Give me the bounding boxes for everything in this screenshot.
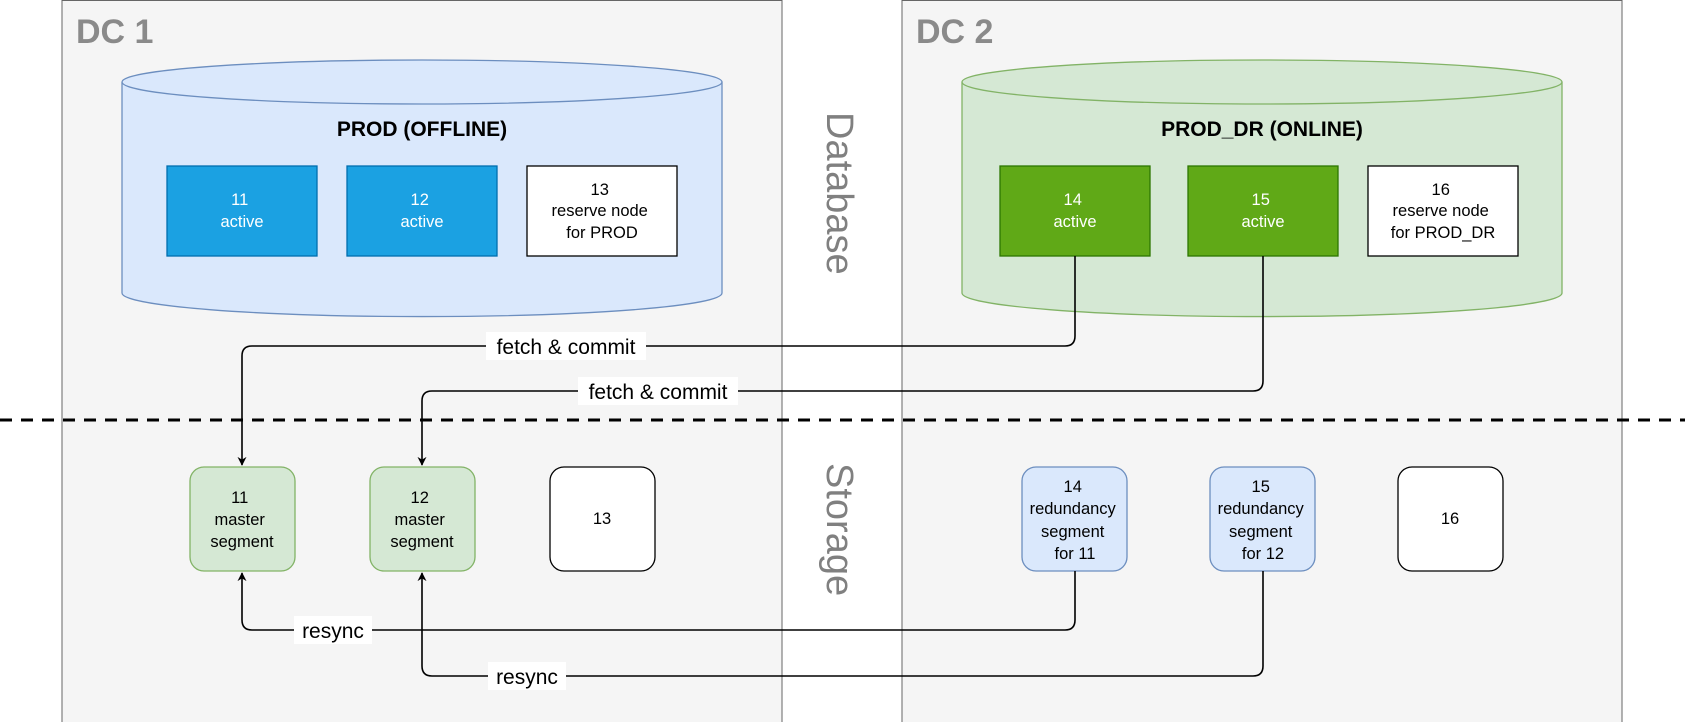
db-node-14[interactable]: 14 active [999,165,1151,257]
db-node-label: 15 active [1241,191,1284,231]
prod-database[interactable]: PROD (OFFLINE) 11 active 12 active 13 re… [121,59,723,318]
storage-segment-15[interactable]: 15 redundancy segment for 12 [1209,466,1316,572]
dc1-title: DC 1 [76,13,153,51]
edge-fetch-15-to-12[interactable] [417,256,1264,466]
storage-layer-label: Storage [818,463,860,596]
dc2-title: DC 2 [916,13,993,51]
db-node-15[interactable]: 15 active [1187,165,1339,257]
edge-resync-14-to-11[interactable] [237,571,1076,631]
svg-text:fetch & commit: fetch & commit [497,336,636,359]
storage-segment-label: 12 master segment [390,489,454,551]
storage-segment-label: 16 [1441,510,1459,528]
edge-label-resync-1: resync [294,616,372,644]
svg-text:fetch & commit: fetch & commit [589,381,728,404]
db-node-13[interactable]: 13 reserve node for PROD [526,165,678,257]
storage-segment-label: 15 redundancy segment for 12 [1218,478,1309,563]
storage-segment-label: 11 master segment [210,489,274,551]
db-node-label: 11 active [220,191,263,231]
storage-segment-11[interactable]: 11 master segment [189,466,296,572]
storage-segment-14[interactable]: 14 redundancy segment for 11 [1021,466,1128,572]
db-node-label: 16 reserve node for PROD_DR [1391,181,1496,242]
db-node-16[interactable]: 16 reserve node for PROD_DR [1367,165,1519,257]
edge-resync-15-to-12[interactable] [417,571,1264,677]
database-layer-label: Database [818,112,860,275]
storage-segment-label: 13 [593,510,611,528]
storage-segment-13[interactable]: 13 [549,466,656,572]
db-node-label: 13 reserve node for PROD [552,181,653,242]
storage-segment-12[interactable]: 12 master segment [369,466,476,572]
svg-text:resync: resync [302,620,364,643]
edge-label-fetch-1: fetch & commit [486,332,646,360]
prod-dr-database[interactable]: PROD_DR (ONLINE) 14 active 15 active 16 … [961,59,1563,318]
db-node-11[interactable]: 11 active [166,165,318,257]
prod-dr-title: PROD_DR (ONLINE) [1161,118,1363,141]
storage-segment-16[interactable]: 16 [1397,466,1504,572]
edge-label-resync-2: resync [488,662,566,690]
svg-text:resync: resync [496,666,558,689]
edge-label-fetch-2: fetch & commit [578,377,738,405]
db-node-label: 12 active [400,191,443,231]
storage-segment-label: 14 redundancy segment for 11 [1030,478,1121,563]
db-node-label: 14 active [1053,191,1096,231]
prod-title: PROD (OFFLINE) [337,118,507,141]
db-node-12[interactable]: 12 active [346,165,498,257]
edge-fetch-14-to-11[interactable] [237,256,1076,466]
